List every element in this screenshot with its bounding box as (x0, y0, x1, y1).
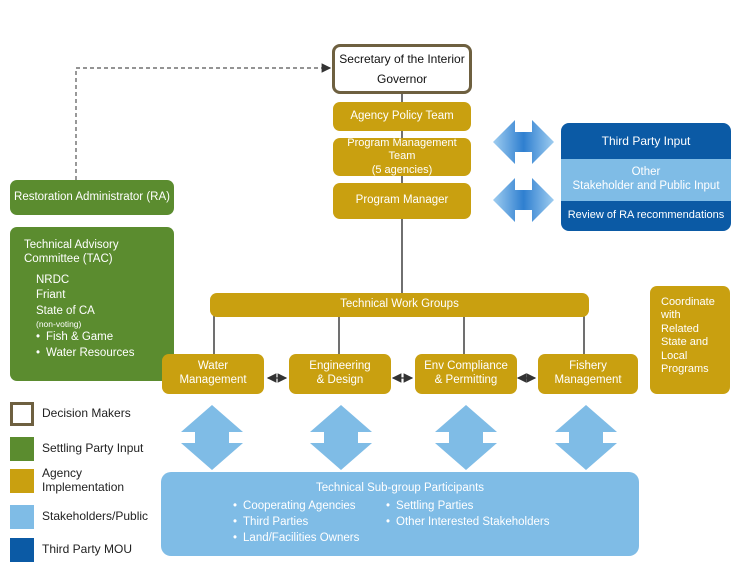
third-party-panel: Third Party Input Other Stakeholder and … (561, 123, 731, 231)
coordinate-line: Programs (661, 363, 709, 376)
legend-label: Third Party MOU (42, 542, 133, 557)
legend-swatch (10, 402, 34, 426)
program-management-team-box: Program Management Team (5 agencies) (333, 137, 471, 176)
legend-third-party-mou: Third Party MOU (10, 538, 132, 562)
subgroup-item-label: Other Interested Stakeholders (396, 515, 550, 528)
work-group-env-compliance: Env Compliance & Permitting (415, 354, 517, 394)
double-arrow-vertical-4 (555, 405, 617, 470)
subgroup-item: Third Parties (233, 516, 359, 530)
tac-non-voting: (non-voting) (36, 318, 82, 329)
work-group-engineering-design: Engineering & Design (289, 354, 391, 394)
subgroup-item-label: Settling Parties (396, 500, 474, 512)
secretary-label: Secretary of the Interior (339, 52, 465, 67)
coordinate-line: Local (661, 349, 688, 362)
work-group-label: & Permitting (434, 374, 498, 386)
subgroup-col2: Settling Parties Other Interested Stakeh… (386, 500, 549, 530)
tac-member: NRDC (36, 273, 70, 286)
secretary-governor-box: Secretary of the Interior Governor (332, 44, 472, 94)
governor-label: Governor (376, 71, 428, 86)
legend-swatch (10, 505, 34, 529)
legend-label: Decision Makers (42, 406, 131, 421)
tac-box: Technical Advisory Committee (TAC) NRDC … (10, 227, 174, 381)
work-group-label: Management (554, 374, 622, 386)
work-group-label: & Design (316, 374, 364, 386)
tac-member: Friant (36, 289, 66, 302)
pmt-label-line2: (5 agencies) (371, 163, 433, 176)
subgroup-item-label: Third Parties (243, 515, 309, 528)
double-arrow-right-1 (493, 120, 554, 164)
legend-label: Stakeholders/Public (42, 509, 149, 524)
coordinate-line: Related (661, 322, 699, 335)
subgroup-item-label: Cooperating Agencies (243, 500, 356, 512)
review-ra-box: Review of RA recommendations (561, 201, 731, 231)
coordinate-line: with (661, 309, 681, 322)
pmt-label-line1: Program Management Team (347, 137, 457, 163)
legend-agency-implementation: Agency Implementation (10, 466, 125, 495)
technical-work-groups-bar: Technical Work Groups (210, 293, 589, 317)
tac-bullet-label: Fish & Game (46, 331, 114, 344)
legend-swatch (10, 468, 34, 493)
tac-bullet: Water Resources (36, 347, 174, 361)
subgroup-item: Land/Facilities Owners (233, 532, 359, 546)
program-manager-box: Program Manager (333, 183, 471, 219)
review-ra-label: Review of RA recommendations (567, 209, 725, 222)
work-group-water-management: Water Management (162, 354, 264, 394)
subgroup-item: Other Interested Stakeholders (386, 516, 549, 530)
agency-policy-team-box: Agency Policy Team (333, 102, 471, 131)
tac-title-line1: Technical Advisory (24, 239, 119, 251)
work-group-label: Env Compliance (424, 360, 508, 373)
work-group-label: Water (197, 360, 229, 373)
program-manager-label: Program Manager (355, 194, 449, 207)
subgroup-item: Cooperating Agencies (233, 500, 359, 514)
subgroup-item: Settling Parties (386, 500, 549, 514)
other-label-line1: Other (631, 166, 661, 179)
tac-bullet-label: Water Resources (46, 346, 135, 359)
double-arrow-vertical-3 (435, 405, 497, 470)
subgroup-participants-box: Technical Sub-group Participants Coopera… (161, 472, 639, 556)
technical-work-groups-label: Technical Work Groups (340, 298, 459, 311)
dashed-connector (75, 63, 332, 180)
agency-policy-team-label: Agency Policy Team (350, 109, 454, 122)
legend-swatch (10, 437, 34, 461)
third-party-input-box: Third Party Input (561, 123, 731, 159)
legend-label: Settling Party Input (42, 441, 144, 456)
tac-title-line2: Committee (TAC) (24, 252, 113, 265)
third-party-input-label: Third Party Input (601, 133, 691, 148)
coordinate-line: State and (661, 336, 709, 349)
legend-stakeholders: Stakeholders/Public (10, 505, 148, 529)
tac-member: State of CA (36, 305, 95, 318)
other-label-line2: Stakeholder and Public Input (572, 180, 720, 192)
legend-decision-makers: Decision Makers (10, 402, 131, 426)
coordinate-line: Coordinate (661, 296, 715, 308)
work-group-label: Engineering (309, 360, 371, 373)
subgroup-item-label: Land/Facilities Owners (243, 531, 360, 544)
double-arrow-vertical-2 (310, 405, 372, 470)
work-group-label: Management (179, 374, 247, 386)
double-arrow-vertical-1 (181, 405, 243, 470)
restoration-administrator-box: Restoration Administrator (RA) (10, 180, 174, 215)
work-group-fishery-management: Fishery Management (538, 354, 638, 394)
work-group-label: Fishery (569, 360, 607, 373)
other-stakeholder-box: Other Stakeholder and Public Input (561, 159, 731, 201)
subgroup-col1: Cooperating Agencies Third Parties Land/… (233, 500, 359, 545)
legend-settling-party: Settling Party Input (10, 437, 143, 461)
coordinate-programs-box: Coordinate with Related State and Local … (650, 286, 730, 394)
restoration-administrator-label: Restoration Administrator (RA) (14, 190, 170, 203)
tac-bullet: Fish & Game (36, 331, 174, 345)
legend-swatch (10, 538, 34, 562)
double-arrow-right-2 (493, 178, 554, 222)
legend-label: Agency Implementation (42, 466, 125, 494)
subgroup-title: Technical Sub-group Participants (315, 482, 485, 494)
